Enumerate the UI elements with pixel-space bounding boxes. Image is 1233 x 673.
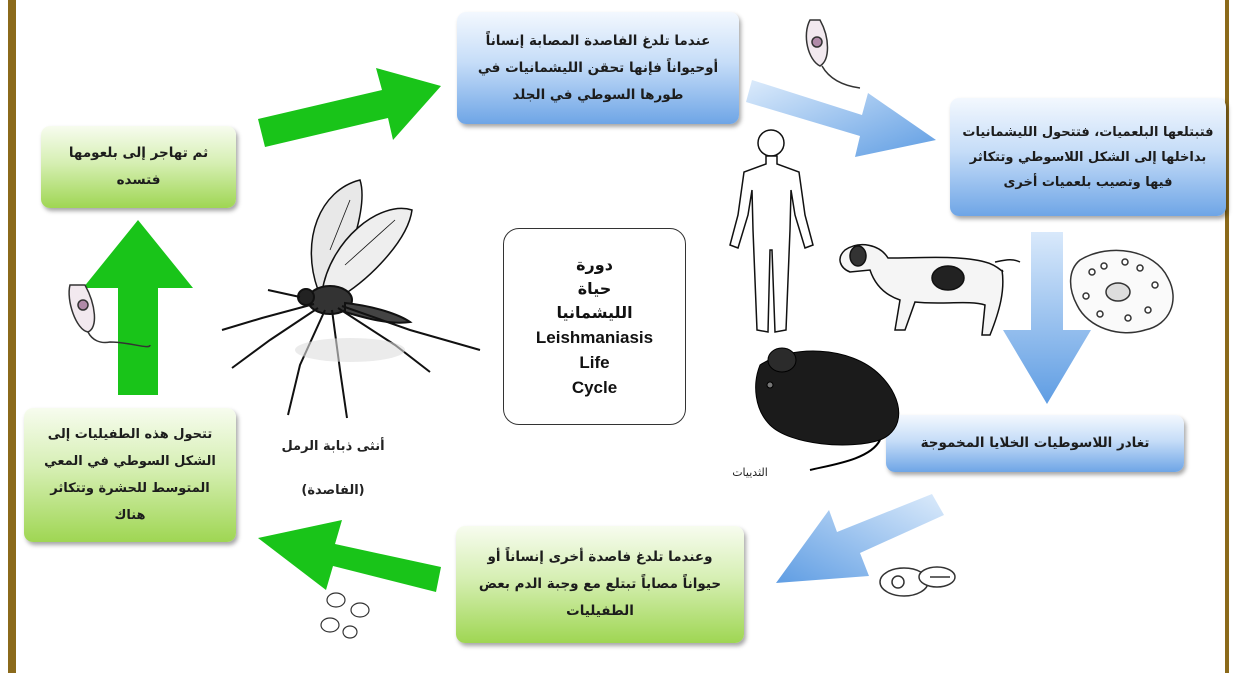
ingested-parasites-illustration [321, 593, 369, 638]
promastigote-illustration-top [806, 20, 860, 88]
sandfly-illustration [222, 180, 480, 418]
promastigote-illustration-left [69, 285, 150, 347]
infected-macrophage-illustration [1071, 250, 1173, 332]
dog-illustration [840, 245, 1020, 335]
mouse-illustration [756, 348, 899, 470]
sandfly-shadow [295, 338, 405, 362]
amastigote-illustration [880, 567, 955, 596]
human-illustration [730, 130, 813, 332]
